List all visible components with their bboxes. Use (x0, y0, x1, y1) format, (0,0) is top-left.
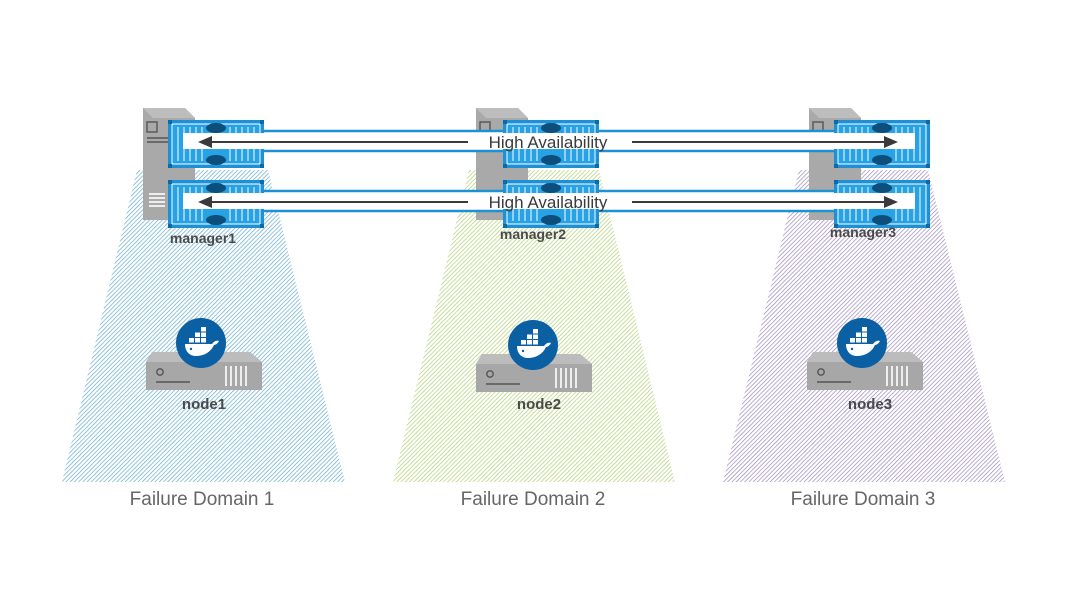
failure-domain-3-label: Failure Domain 3 (791, 489, 936, 510)
ha-link-1-label: High Availability (489, 133, 608, 152)
node3-label: node3 (848, 396, 892, 413)
docker-whale-icon (508, 320, 558, 370)
arrow-left-icon (198, 136, 212, 148)
ha-link-2-label: High Availability (489, 193, 608, 212)
manager1-label: manager1 (170, 230, 236, 246)
manager3-label: manager3 (830, 224, 896, 240)
arrow-left-icon (198, 196, 212, 208)
failure-domain-2-label: Failure Domain 2 (461, 489, 606, 510)
failure-domain-1-label: Failure Domain 1 (130, 489, 275, 510)
docker-whale-icon (837, 318, 887, 368)
arrow-right-icon (884, 136, 898, 148)
manager2-label: manager2 (500, 226, 566, 242)
node1-label: node1 (182, 396, 226, 413)
node2-label: node2 (517, 396, 561, 413)
docker-whale-icon (176, 318, 226, 368)
arrow-right-icon (884, 196, 898, 208)
